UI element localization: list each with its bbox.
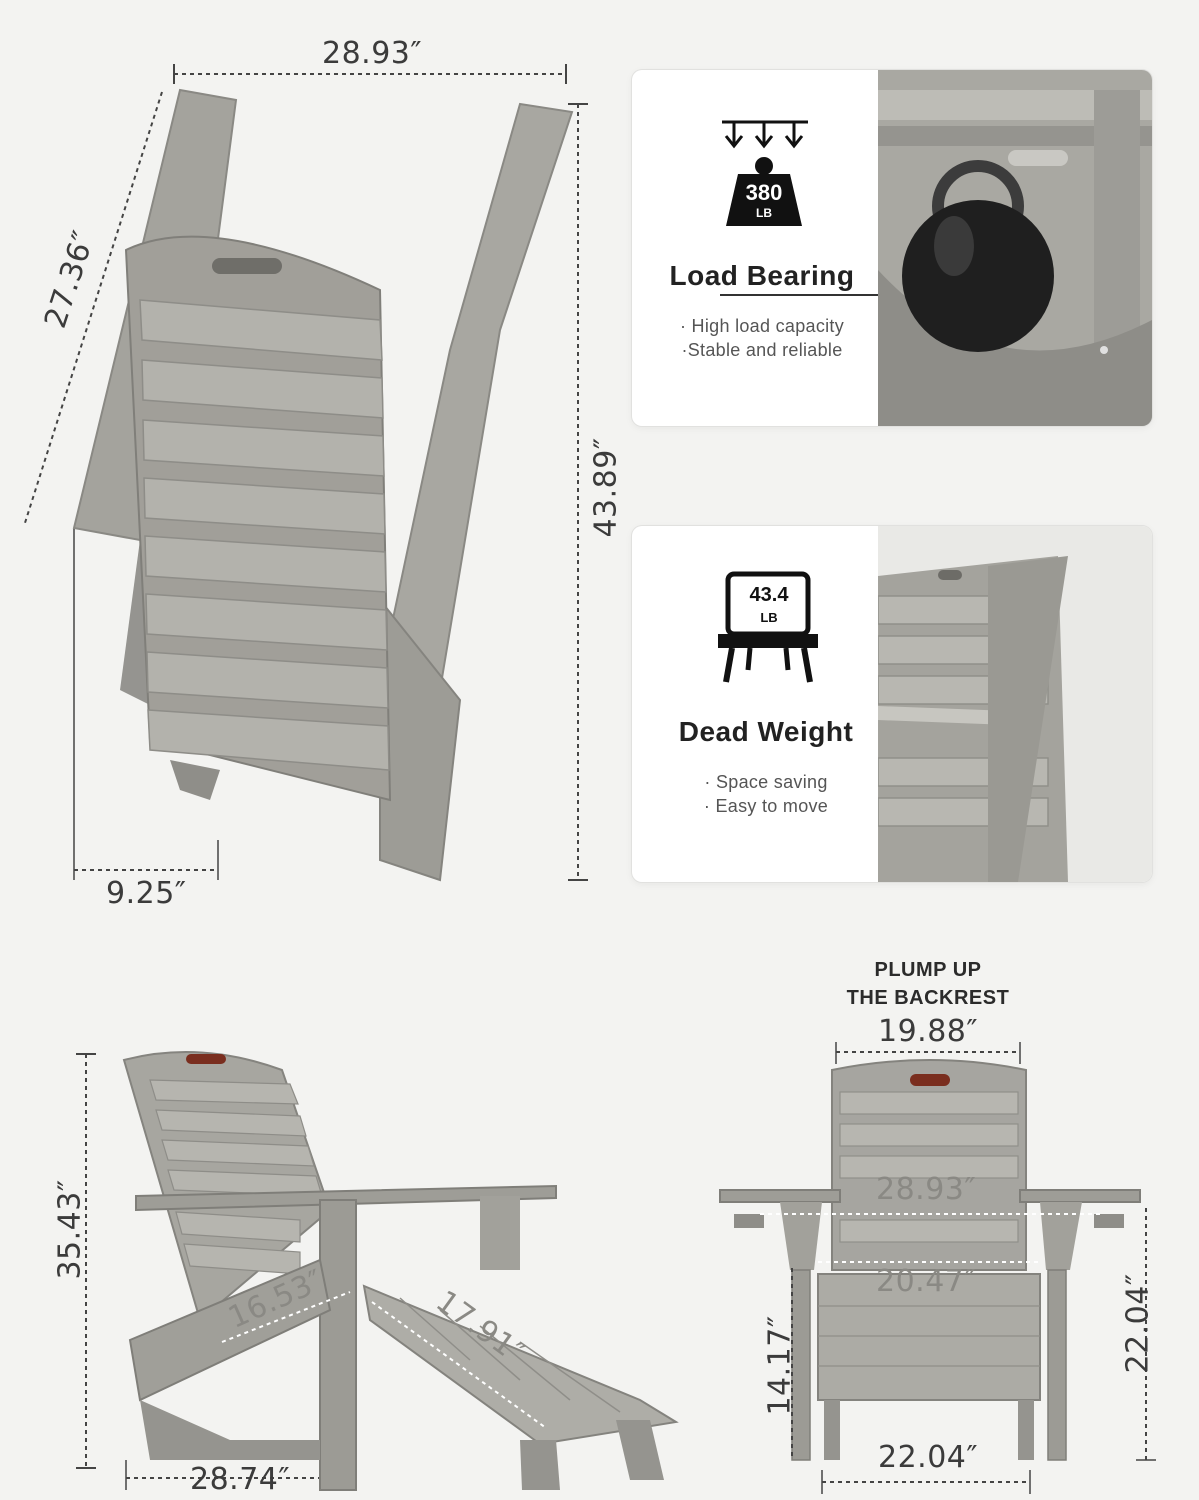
top-height-label: 43.89″: [588, 437, 624, 538]
load-title-underline: [720, 294, 900, 296]
front-arm-height-label: 22.04″: [1120, 1273, 1156, 1374]
dead-icon-value: 43.4: [749, 584, 789, 606]
dead-icon-unit: LB: [760, 610, 778, 625]
load-bullet-1: · High load capacity: [679, 316, 845, 336]
load-bearing-card: 380 LB Load Bearing · High load capacity…: [632, 70, 1152, 426]
side-length-label: 28.74″: [190, 1462, 291, 1497]
dead-bullet-1: · Space saving: [704, 772, 828, 792]
top-thickness-label: 9.25″: [106, 876, 187, 911]
backrest-caption-line1: PLUMP UP: [874, 959, 982, 981]
dead-bullet-2: · Easy to move: [703, 796, 829, 816]
front-view-chair-illustration: [719, 1042, 1156, 1494]
chair-weight-icon: [718, 571, 818, 683]
front-seat-height-label: 14.17″: [762, 1315, 798, 1416]
load-bearing-title: Load Bearing: [669, 260, 855, 291]
load-icon-unit: LB: [756, 206, 772, 220]
dead-weight-card: 43.4 LB Dead Weight · Space saving · Eas…: [632, 526, 1152, 882]
load-icon-value: 380: [745, 180, 783, 205]
front-arm-width-label: 28.93″: [876, 1172, 977, 1207]
side-height-label: 35.43″: [52, 1179, 88, 1280]
chair-closeup-photo: [878, 526, 1152, 882]
folded-chair-illustration: [23, 64, 588, 882]
front-backrest-width-label: 19.88″: [878, 1014, 979, 1049]
front-seat-width-label: 20.47″: [876, 1264, 977, 1299]
kettlebell-photo: [878, 70, 1152, 426]
weight-icon: [722, 120, 808, 226]
load-bullet-2: ·Stable and reliable: [681, 340, 843, 360]
top-width-label: 28.93″: [322, 36, 423, 71]
front-ottoman-width-label: 22.04″: [878, 1440, 979, 1475]
backrest-caption-line2: THE BACKREST: [846, 987, 1010, 1009]
dead-weight-title: Dead Weight: [678, 716, 854, 747]
side-view-chair-illustration: [76, 1051, 679, 1491]
